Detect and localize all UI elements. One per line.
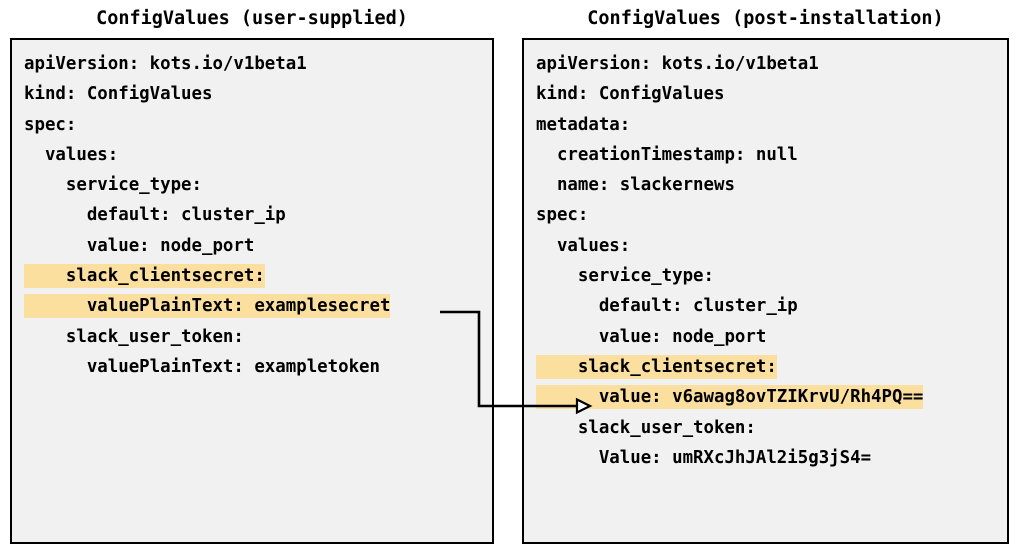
configvalues-post-installation-box: apiVersion: kots.io/v1beta1 kind: Config… bbox=[522, 38, 1009, 544]
code-line-text: default: cluster_ip bbox=[536, 296, 798, 317]
code-line-text: kind: ConfigValues bbox=[536, 84, 725, 105]
panel-title-user-supplied: ConfigValues (user-supplied) bbox=[96, 8, 408, 29]
code-line: kind: ConfigValues bbox=[12, 79, 492, 109]
code-lines-right: apiVersion: kots.io/v1beta1 kind: Config… bbox=[524, 49, 1007, 473]
code-line: value: node_port bbox=[524, 322, 1007, 352]
code-line-text: value: node_port bbox=[536, 326, 767, 347]
code-line: spec: bbox=[524, 200, 1007, 230]
code-line-text: service_type: bbox=[536, 266, 714, 287]
code-line: default: cluster_ip bbox=[524, 291, 1007, 321]
code-line: kind: ConfigValues bbox=[524, 79, 1007, 109]
code-line-text: valuePlainText: exampletoken bbox=[24, 356, 380, 377]
code-line-text: default: cluster_ip bbox=[24, 205, 286, 226]
configvalues-user-supplied-box: apiVersion: kots.io/v1beta1 kind: Config… bbox=[10, 38, 494, 544]
code-line: slack_user_token: bbox=[524, 413, 1007, 443]
code-line-text: values: bbox=[536, 235, 631, 256]
code-line: metadata: bbox=[524, 110, 1007, 140]
code-line-text: apiVersion: kots.io/v1beta1 bbox=[536, 54, 819, 74]
code-line: name: slackernews bbox=[524, 170, 1007, 200]
code-line-text: slack_clientsecret: bbox=[536, 354, 777, 379]
code-line-text: valuePlainText: examplesecret bbox=[24, 294, 391, 319]
code-line: apiVersion: kots.io/v1beta1 bbox=[524, 49, 1007, 79]
code-line-text: name: slackernews bbox=[536, 175, 735, 196]
code-line: Value: umRXcJhJAl2i5g3jS4= bbox=[524, 443, 1007, 473]
code-line: value: node_port bbox=[12, 231, 492, 261]
code-line: slack_user_token: bbox=[12, 322, 492, 352]
code-line-text: apiVersion: kots.io/v1beta1 bbox=[24, 54, 307, 74]
code-line-highlighted: value: v6awag8ovTZIKrvU/Rh4PQ== bbox=[524, 382, 1007, 412]
code-line: service_type: bbox=[12, 170, 492, 200]
code-line-highlighted: slack_clientsecret: bbox=[524, 352, 1007, 382]
code-line: spec: bbox=[12, 110, 492, 140]
code-line: values: bbox=[12, 140, 492, 170]
code-line-text: kind: ConfigValues bbox=[24, 84, 213, 105]
code-line-text: service_type: bbox=[24, 175, 202, 196]
code-line-text: values: bbox=[24, 144, 119, 165]
code-line-text: value: v6awag8ovTZIKrvU/Rh4PQ== bbox=[536, 385, 924, 410]
code-line: valuePlainText: exampletoken bbox=[12, 352, 492, 382]
code-line-text: spec: bbox=[24, 114, 77, 135]
code-line-text: slack_user_token: bbox=[536, 417, 756, 438]
code-lines-left: apiVersion: kots.io/v1beta1 kind: Config… bbox=[12, 49, 492, 382]
code-line: default: cluster_ip bbox=[12, 200, 492, 230]
code-line-text: creationTimestamp: null bbox=[536, 144, 798, 165]
code-line-text: slack_user_token: bbox=[24, 326, 244, 347]
code-line: creationTimestamp: null bbox=[524, 140, 1007, 170]
code-line: apiVersion: kots.io/v1beta1 bbox=[12, 49, 492, 79]
code-line-highlighted: valuePlainText: examplesecret bbox=[12, 291, 492, 321]
code-line-text: value: node_port bbox=[24, 235, 255, 256]
code-line-text: spec: bbox=[536, 205, 589, 226]
code-line-highlighted: slack_clientsecret: bbox=[12, 261, 492, 291]
panel-title-post-installation: ConfigValues (post-installation) bbox=[587, 8, 944, 29]
code-line-text: Value: umRXcJhJAl2i5g3jS4= bbox=[536, 447, 872, 468]
code-line: service_type: bbox=[524, 261, 1007, 291]
code-line-text: slack_clientsecret: bbox=[24, 264, 265, 289]
code-line-text: metadata: bbox=[536, 114, 631, 135]
code-line: values: bbox=[524, 231, 1007, 261]
